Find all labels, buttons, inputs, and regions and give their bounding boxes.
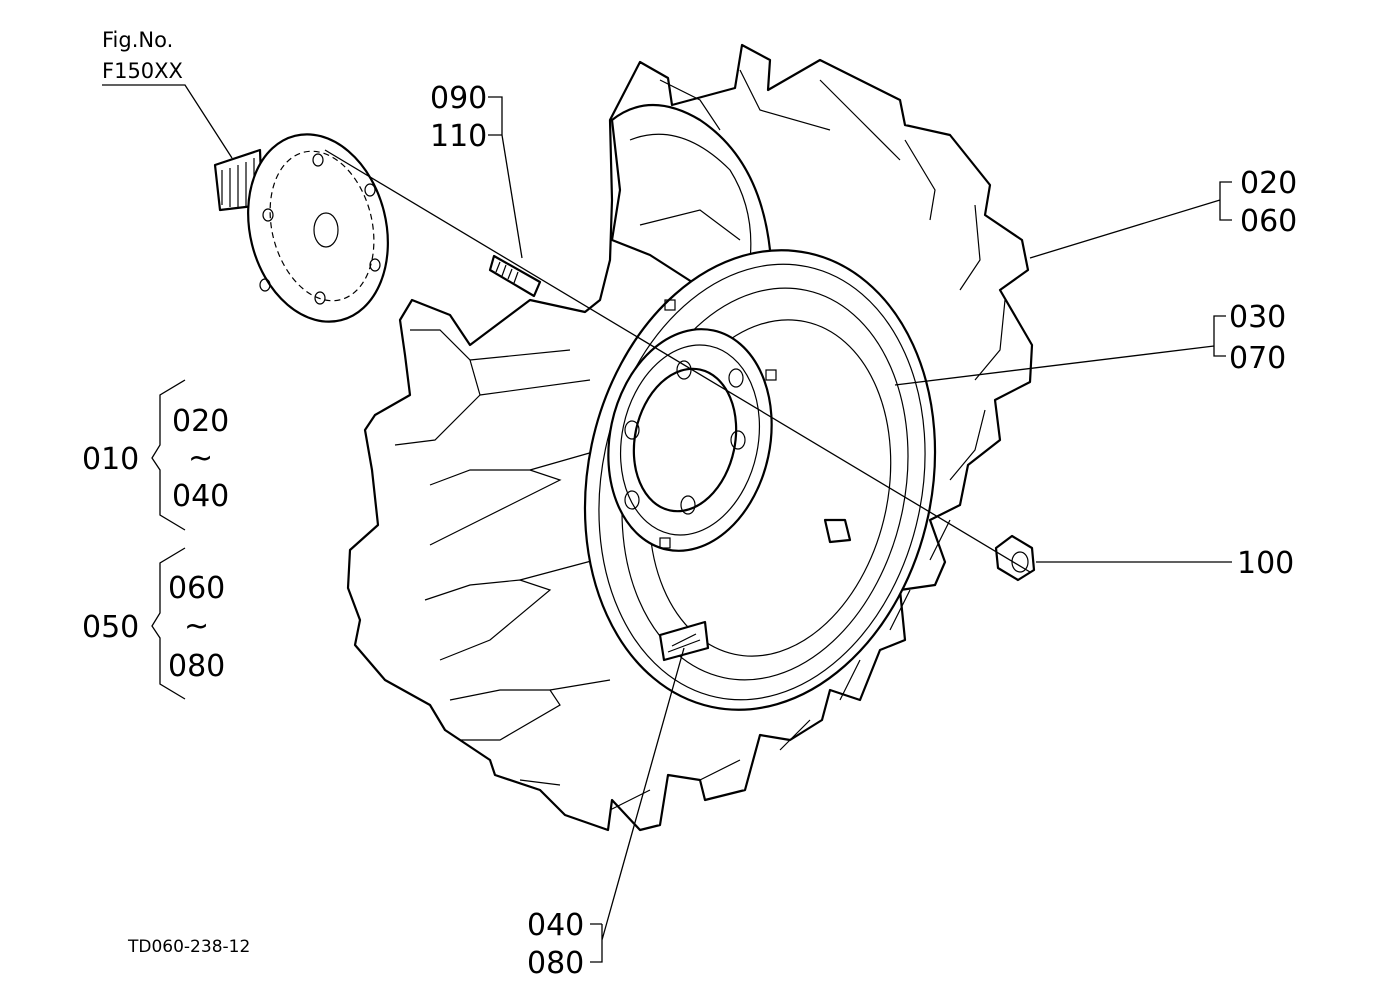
assembly-id-2: 050 (82, 610, 139, 645)
assembly-id-1: 010 (82, 442, 139, 477)
callout-valve-2: 080 (527, 946, 584, 981)
assembly-tilde-1: ~ (188, 441, 213, 476)
assembly-to-2: 080 (168, 649, 225, 684)
callout-valve-1: 040 (527, 908, 584, 943)
fig-label: Fig.No. (102, 28, 173, 52)
assembly-from-1: 020 (172, 404, 229, 439)
axle-hub-drawing (213, 133, 389, 323)
wheel-stud-drawing (488, 254, 542, 298)
assembly-from-2: 060 (168, 571, 225, 606)
assembly-tilde-2: ~ (184, 609, 209, 644)
assembly-to-1: 040 (172, 479, 229, 514)
callout-stud-1: 090 (430, 81, 487, 116)
leader-lines (102, 84, 1232, 963)
rim-drawing (583, 249, 937, 711)
callout-tire-1: 020 (1240, 166, 1297, 201)
callout-stud-2: 110 (430, 119, 487, 154)
callout-rim-2: 070 (1229, 341, 1286, 376)
drawing-code: TD060-238-12 (127, 937, 250, 957)
fig-number: F150XX (102, 59, 183, 83)
assembly-brackets (151, 379, 186, 700)
callout-nut: 100 (1237, 546, 1294, 581)
callout-rim-1: 030 (1229, 300, 1286, 335)
callout-tire-2: 060 (1240, 204, 1297, 239)
wheel-nut-drawing (994, 534, 1036, 582)
